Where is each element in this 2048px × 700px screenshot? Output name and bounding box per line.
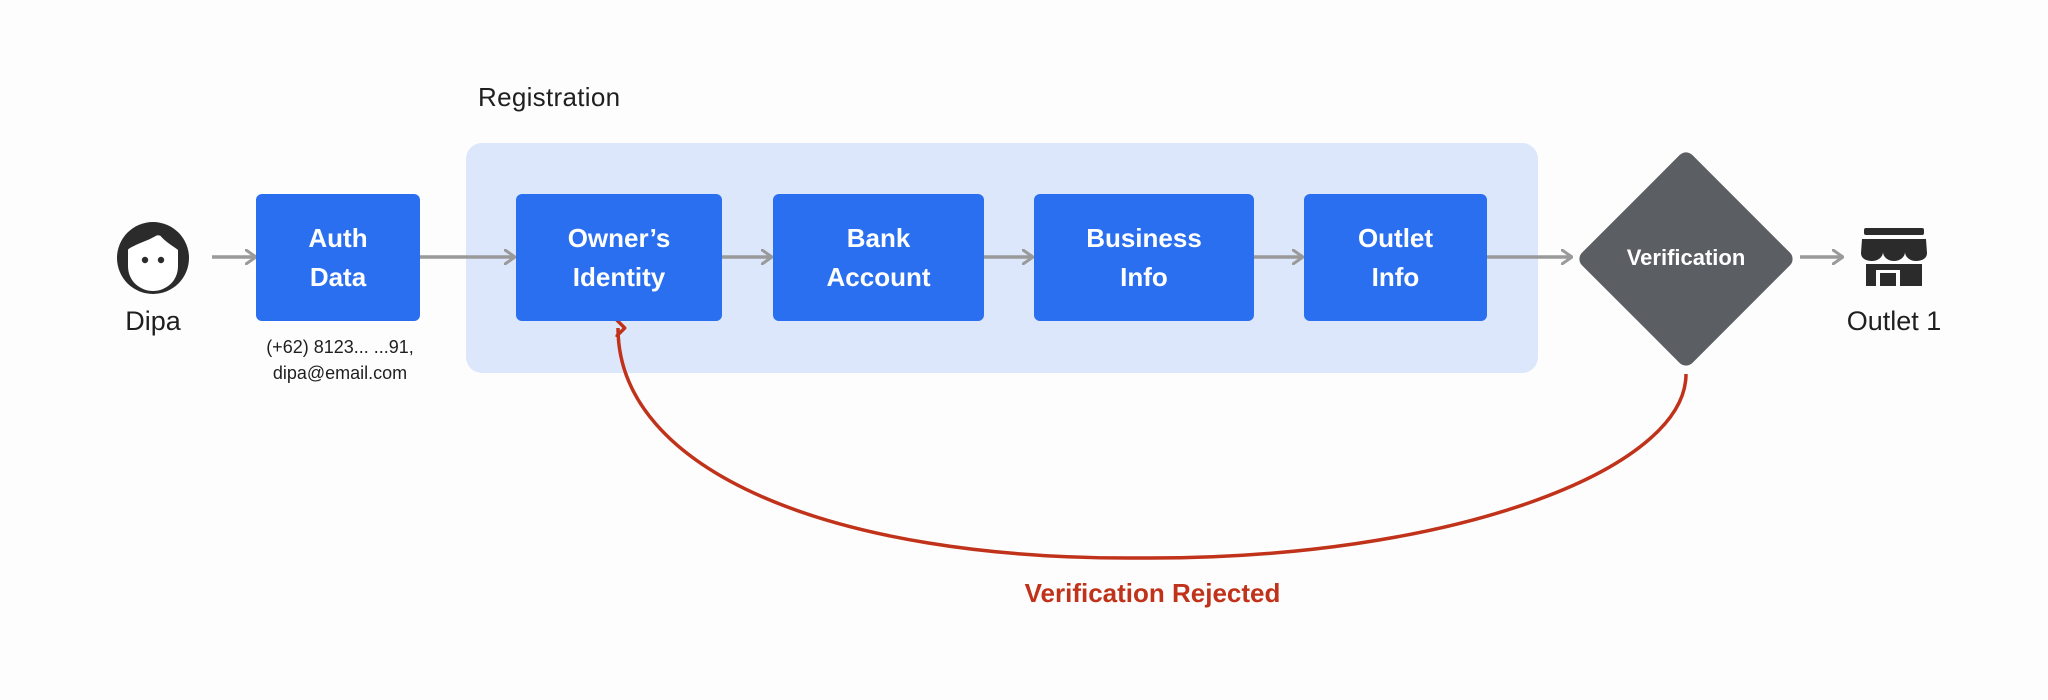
auth-label-line1: Auth <box>308 222 368 253</box>
verification-label: Verification <box>1626 245 1746 270</box>
auth-label-line2: Data <box>309 261 367 292</box>
actor-name: Dipa <box>125 306 181 336</box>
step-auth-data: Auth Data <box>256 194 420 321</box>
step-label-line1: Outlet <box>1357 222 1434 253</box>
auth-contact-info: (+62) 8123... ...91, dipa@email.com <box>240 334 440 386</box>
rejection-loop-arrow <box>618 328 1688 560</box>
store-icon <box>1861 228 1927 286</box>
person-icon <box>117 222 189 294</box>
step-label-line2: Account <box>826 261 931 292</box>
step-label-line2: Info <box>1120 261 1168 292</box>
step-owners-identity: Owner’s Identity <box>516 194 722 321</box>
registration-label: Registration <box>478 82 621 112</box>
verification-diamond <box>1579 152 1793 366</box>
step-bank-account: Bank Account <box>773 194 984 321</box>
step-outlet-info: Outlet Info <box>1304 194 1487 321</box>
step-label-line1: Bank <box>846 222 911 253</box>
step-label-line2: Info <box>1371 261 1420 292</box>
step-label-line2: Identity <box>572 261 666 292</box>
auth-phone: (+62) 8123... ...91, <box>266 337 414 357</box>
auth-email: dipa@email.com <box>272 363 408 383</box>
step-business-info: Business Info <box>1034 194 1254 321</box>
outlet-name: Outlet 1 <box>1846 306 1942 336</box>
rejection-label: Verification Rejected <box>1024 578 1281 608</box>
step-label-line1: Business <box>1086 222 1202 253</box>
step-label-line1: Owner’s <box>567 222 671 253</box>
